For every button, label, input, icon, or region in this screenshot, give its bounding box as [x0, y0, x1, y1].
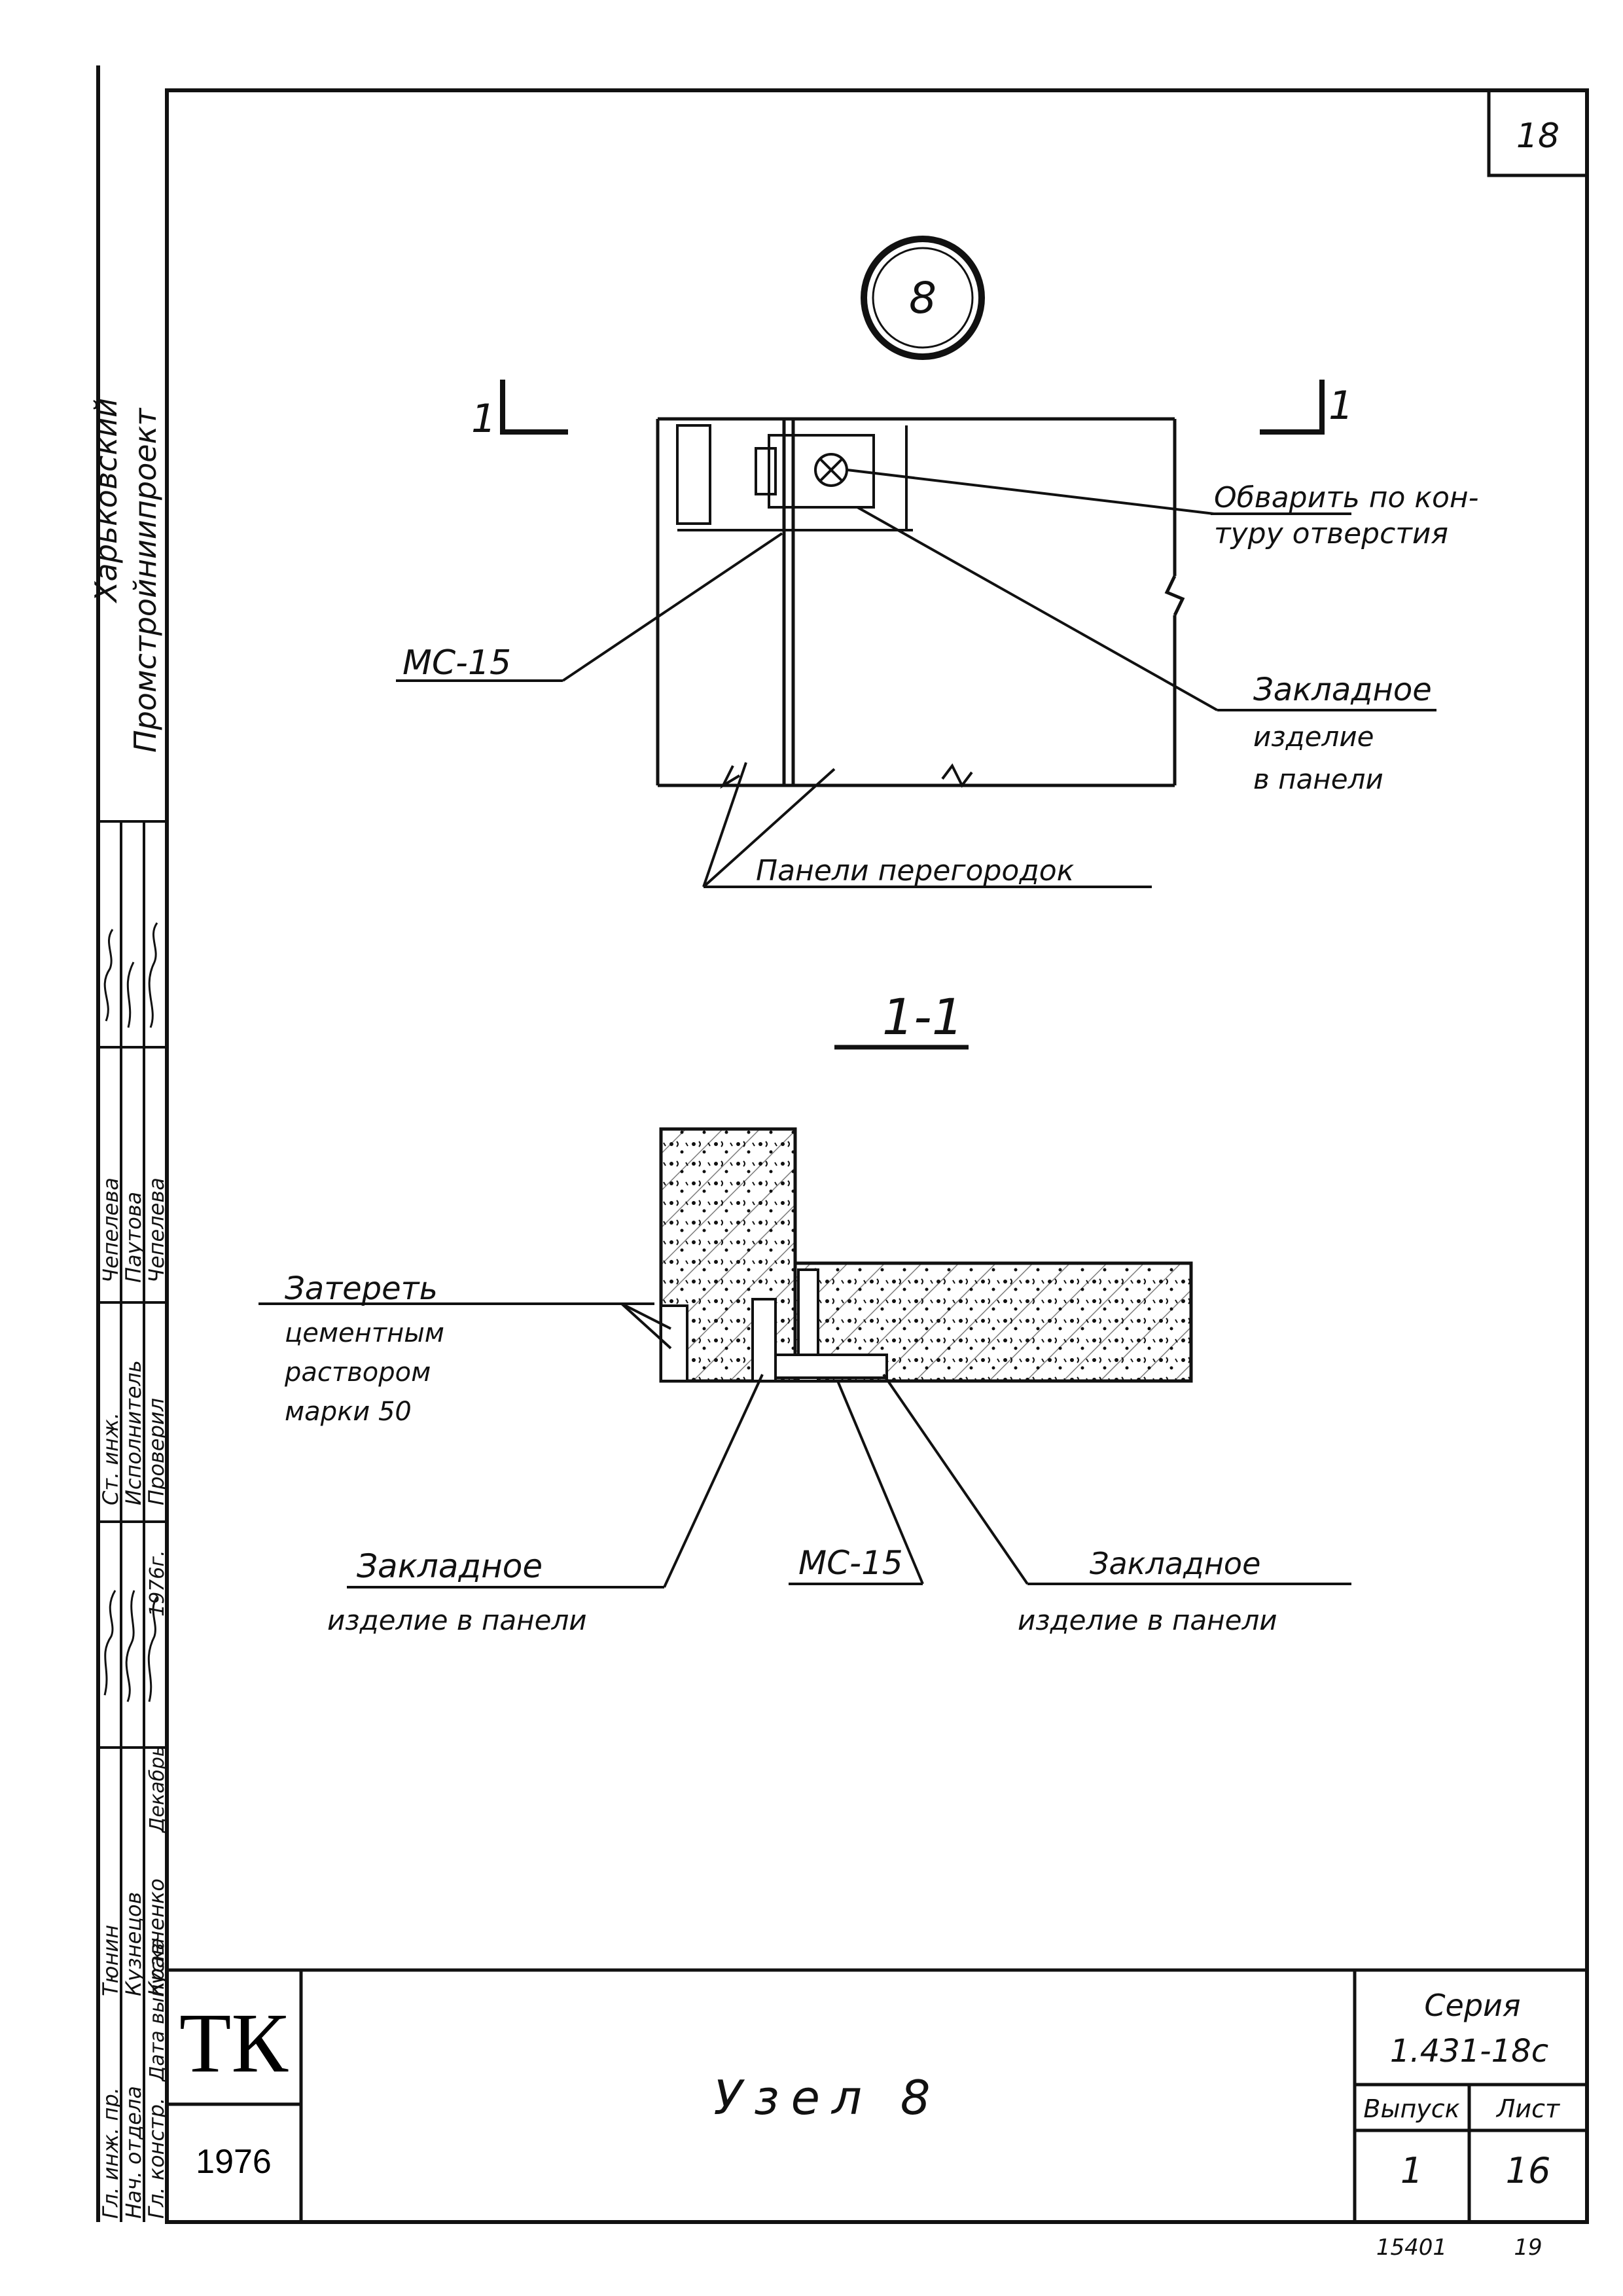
plan-label-embedded-2: изделие	[1253, 721, 1374, 753]
stamp-date-year: 1976г.	[146, 1550, 169, 1617]
sheet-label: Лист	[1495, 2094, 1561, 2123]
section-label-embedded-right-2: изделие в панели	[1018, 1604, 1277, 1636]
plan-label-embedded-1: Закладное	[1253, 672, 1432, 708]
node-number: 8	[909, 273, 936, 323]
sheet-number: 18	[1516, 117, 1560, 156]
section-label-embedded-right-1: Закладное	[1090, 1546, 1260, 1581]
stamp-name-3: Кравченко	[144, 1878, 169, 1996]
plan-label-panels: Панели перегородок	[756, 854, 1075, 888]
plan-label-embedded-3: в панели	[1253, 763, 1383, 795]
left-stamp-text: Харьковский Промстройниипроект Гл. инж. …	[88, 398, 169, 2219]
stamp-org-line1: Харьковский	[88, 398, 124, 603]
section-label-embedded-left-1: Закладное	[357, 1547, 543, 1585]
title-block-title: Узел 8	[713, 2070, 942, 2125]
title-block	[167, 1968, 1587, 2222]
series-label: Серия	[1424, 1988, 1520, 2023]
section-marks	[500, 380, 1325, 435]
below-block-right: 19	[1514, 2234, 1542, 2261]
stamp-signatures	[103, 922, 158, 1702]
stamp-role2-1: Ст. инж.	[98, 1412, 123, 1505]
section-leaders	[259, 1302, 1351, 1588]
section-title: 1-1	[882, 988, 963, 1046]
section-note-mortar-2: цементным	[285, 1318, 444, 1348]
stamp-role-3: Гл. констр.	[144, 2098, 169, 2219]
section-view	[659, 1127, 1193, 1383]
plan-leaders	[396, 469, 1436, 888]
left-stamp	[98, 820, 167, 2222]
stamp-role-1: Гл. инж. пр.	[98, 2087, 123, 2219]
section-mark-left: 1	[471, 396, 496, 442]
section-label-embedded-left-2: изделие в панели	[327, 1604, 587, 1636]
section-label-ms15: МС-15	[798, 1544, 903, 1582]
stamp-name2-3: Чепелева	[144, 1177, 169, 1283]
stamp-role2-3: Проверил	[144, 1398, 169, 1505]
issue-value: 1	[1400, 2150, 1423, 2191]
plan-note-outline-1: Обварить по кон-	[1214, 481, 1479, 514]
stamp-name2-2: Паутова	[121, 1192, 146, 1283]
title-block-year: 1976	[196, 2143, 272, 2181]
plan-view	[656, 417, 1185, 789]
node-mark: 8	[861, 236, 985, 360]
below-block-left: 15401	[1376, 2234, 1447, 2261]
sheet-value: 16	[1506, 2150, 1551, 2191]
stamp-org-line2: Промстройниипроект	[128, 408, 163, 753]
stamp-date-month: Декабрь	[146, 1745, 169, 1834]
title-block-logo: ТК	[179, 1996, 289, 2090]
stamp-name-1: Тюнин	[98, 1925, 123, 1996]
section-note-mortar-3: раствором	[284, 1357, 431, 1388]
stamp-role2-2: Исполнитель	[121, 1360, 146, 1505]
stamp-role-2: Нач. отдела	[121, 2086, 146, 2219]
sheet-frame	[96, 65, 1589, 2224]
section-mark-right: 1	[1329, 383, 1353, 429]
section-note-mortar-4: марки 50	[285, 1397, 412, 1427]
plan-label-ms15: МС-15	[402, 643, 511, 683]
issue-label: Выпуск	[1363, 2094, 1459, 2123]
stamp-date-label: Дата выпуска	[146, 1938, 169, 2083]
plan-note-outline-2: туру отверстия	[1214, 517, 1448, 550]
stamp-name2-1: Чепелева	[98, 1177, 123, 1283]
stamp-name-2: Кузнецов	[121, 1892, 146, 1997]
series-value: 1.431-18с	[1390, 2033, 1548, 2070]
section-note-mortar-1: Затереть	[285, 1270, 438, 1307]
